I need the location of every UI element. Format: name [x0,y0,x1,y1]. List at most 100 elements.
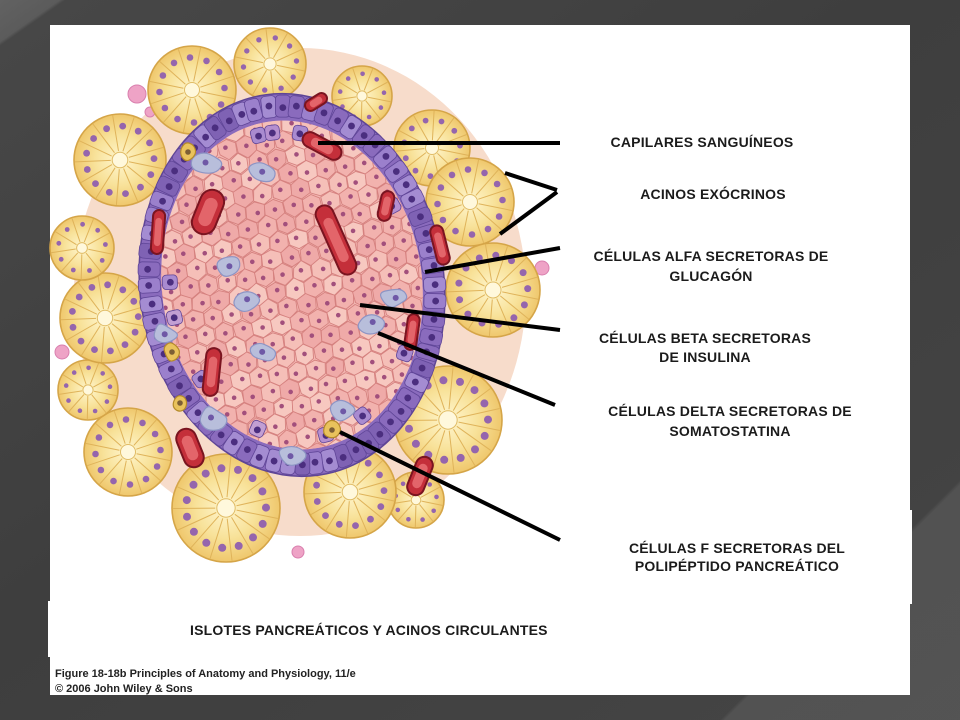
beta-cell-nucleus [355,311,361,316]
acinar-cell-border [200,91,235,100]
acinar-nucleus [64,227,70,232]
capillary-lumen [181,435,199,461]
acinar-cell-border [149,80,184,89]
beta-cell-nucleus [323,248,329,254]
beta-cell-nucleus [219,248,225,254]
beta-cell-nucleus [292,422,297,427]
acinar-nucleus [244,48,250,54]
acinar-nucleus [91,346,98,353]
acinar-cell-border [235,56,263,64]
acinar-nucleus [121,341,129,348]
beta-cell-nucleus [250,394,255,400]
beta-cell-nucleus [298,187,304,193]
acinar-cell-border [68,394,85,413]
acinar-nucleus [293,58,300,64]
beta-cell-nucleus [415,285,421,291]
beta-cell-nucleus [223,145,228,150]
beta-cell-nucleus [180,301,186,307]
acinar-nucleus [71,370,77,375]
acinar-cell-border [107,276,120,310]
acinar-cell-border [439,149,469,156]
acinar-nucleus [174,115,181,123]
acinar-nucleus [376,471,383,479]
acinar-nucleus [345,76,351,81]
acinar-cell-border [458,408,500,419]
alpha-cell-nucleus [430,315,438,323]
acinar-cell-border [87,232,110,246]
alpha-cell-nucleus [171,167,178,175]
acinar-nucleus [427,482,433,487]
alpha-cell-nucleus [202,133,210,141]
alpha-cell [319,448,339,473]
acinar-cell-border [85,442,120,451]
acinar-nucleus [249,533,257,542]
beta-cell-nucleus [348,194,353,199]
beta-cell-nucleus [361,160,367,166]
alpha-cell-inner-nucleus [253,426,261,434]
beta-cell-nucleus [311,417,317,423]
acinar-cell-border [332,96,357,101]
acinar-cell-border [60,317,97,321]
alpha-cell [264,448,284,473]
acinar-cell-border [352,67,361,91]
acinar-nucleus [92,408,98,414]
acinar-cell-border [478,203,513,212]
delta-cell-nucleus [259,348,266,355]
beta-cell-nucleus [389,358,395,364]
alpha-cell [210,422,233,447]
alpha-cell-nucleus [194,409,202,417]
acinar-nucleus [440,455,449,464]
acinar-cell-border [86,395,89,420]
capillary-lumen [434,232,446,258]
acinar-nucleus [468,231,476,238]
acinar-cell-border [304,491,341,495]
beta-cell-nucleus [316,399,322,404]
beta-cell-nucleus [247,176,253,182]
leader-line-beta [359,303,561,332]
acinus-lumen [82,384,94,396]
acinar-nucleus [411,439,420,448]
acinar-nucleus [202,538,211,547]
acinar-cell-border [88,248,113,255]
acinar-nucleus [337,89,343,94]
capillary-lumen [309,96,323,108]
beta-cell-nucleus [328,332,333,338]
label-line: DE INSULINA [659,349,751,365]
acinar-cell-border [496,298,512,333]
beta-cell-nucleus [350,228,356,234]
acinar-nucleus [439,216,447,224]
delta-cell-nucleus [226,263,233,270]
acinar-cell-border [99,458,123,485]
beta-cell-nucleus [310,152,316,158]
beta-cell-nucleus [202,331,208,337]
acinar-cell-border [488,299,493,336]
alpha-cell-nucleus [352,446,360,454]
acinar-nucleus [103,242,108,247]
beta-cell-nucleus [323,167,329,173]
leader-line-delta [377,331,556,407]
capillary [190,188,226,236]
f-cell-nucleus [177,400,183,406]
acinar-nucleus [248,474,257,483]
alpha-cell-nucleus [148,300,156,308]
acinar-cell-border [231,517,254,554]
beta-cell-nucleus [257,373,263,379]
beta-cell-nucleus [232,346,237,351]
alpha-cell-nucleus [431,281,439,289]
beta-cell-nucleus [268,308,273,313]
acinus-lumen [184,82,200,98]
acinar-cell-border [419,155,430,184]
f-cell [180,142,197,162]
acinar-cell-border [430,369,446,410]
acinar-nucleus [86,365,91,371]
acinar-cell-border [467,297,489,330]
capillary [314,204,358,276]
acinar-nucleus [240,64,247,70]
alpha-cell-nucleus [326,457,333,465]
beta-cell-nucleus [350,360,355,366]
acinar-cell-border [226,518,233,561]
acinar-nucleus [122,190,129,198]
acinar-cell-border [159,61,186,85]
acinar-cell-border [495,246,508,282]
acinar-cell-border [367,81,389,94]
